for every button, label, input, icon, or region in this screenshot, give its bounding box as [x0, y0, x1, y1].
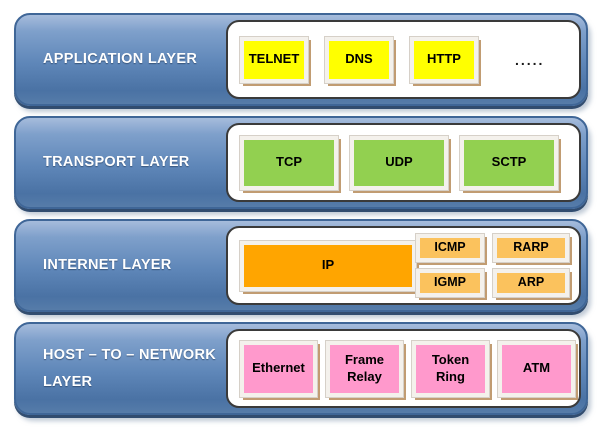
protocol-box-arp: ARP	[492, 268, 570, 298]
layer-bar-host-to-network: HOST – TO – NETWORK LAYER Ethernet Frame…	[14, 322, 588, 415]
layer-bar-internet: INTERNET LAYER IP ICMP RARP IGMP ARP	[14, 219, 588, 312]
layer-title-transport: TRANSPORT LAYER	[43, 154, 190, 171]
protocol-box-sctp: SCTP	[459, 134, 559, 191]
host-network-protocol-chips: Ethernet Frame Relay Token Ring ATM	[239, 339, 576, 398]
application-protocol-chips: TELNET DNS HTTP .....	[239, 35, 545, 84]
application-protocols-panel: TELNET DNS HTTP .....	[226, 20, 581, 99]
layer-title-host-to-network: HOST – TO – NETWORK LAYER	[43, 346, 217, 390]
layer-bar-application: APPLICATION LAYER TELNET DNS HTTP .....	[14, 13, 588, 106]
protocol-box-http: HTTP	[409, 35, 479, 84]
protocol-box-atm: ATM	[497, 339, 576, 398]
protocol-box-igmp: IGMP	[415, 268, 485, 298]
protocol-box-tcp: TCP	[239, 134, 339, 191]
protocol-box-icmp: ICMP	[415, 233, 485, 263]
protocol-box-ip: IP	[239, 239, 417, 292]
layer-title-application: APPLICATION LAYER	[43, 51, 198, 68]
layer-title-internet: INTERNET LAYER	[43, 257, 172, 274]
internet-protocols-panel: IP ICMP RARP IGMP ARP	[226, 226, 581, 305]
protocol-box-udp: UDP	[349, 134, 449, 191]
protocol-box-dns: DNS	[324, 35, 394, 84]
transport-protocols-panel: TCP UDP SCTP	[226, 123, 581, 202]
host-network-protocols-panel: Ethernet Frame Relay Token Ring ATM	[226, 329, 581, 408]
protocol-box-rarp: RARP	[492, 233, 570, 263]
protocol-box-frame-relay: Frame Relay	[325, 339, 404, 398]
protocol-box-ethernet: Ethernet	[239, 339, 318, 398]
internet-sub-protocol-grid: ICMP RARP IGMP ARP	[415, 233, 570, 298]
protocol-box-token-ring: Token Ring	[411, 339, 490, 398]
layer-bar-transport: TRANSPORT LAYER TCP UDP SCTP	[14, 116, 588, 209]
more-protocols-ellipsis: .....	[515, 51, 545, 68]
transport-protocol-chips: TCP UDP SCTP	[239, 134, 559, 191]
protocol-box-telnet: TELNET	[239, 35, 309, 84]
